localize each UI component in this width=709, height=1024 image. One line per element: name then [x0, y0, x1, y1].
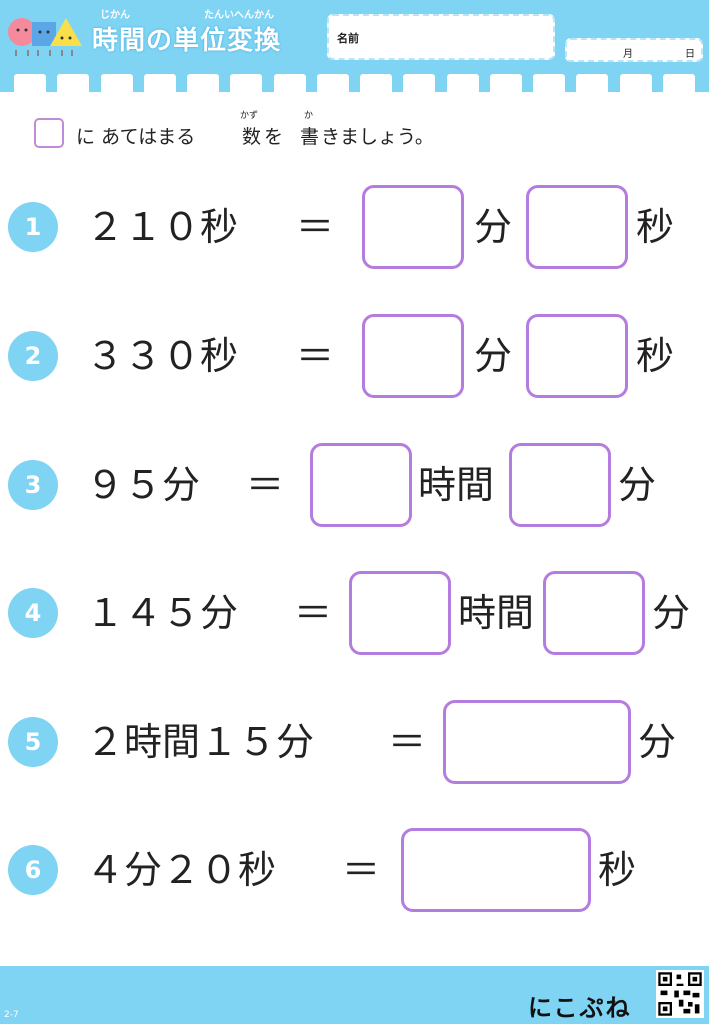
problem-row-6: 6 ４分２０秒 ＝ 秒 [0, 825, 709, 915]
unit-label: 分 [652, 591, 691, 635]
equals-sign: ＝ [246, 463, 285, 507]
unit-label: 時間 [458, 591, 535, 635]
unit-label: 時間 [418, 463, 495, 507]
problem-question: ４分２０秒 [86, 848, 277, 892]
unit-label: 分 [638, 720, 677, 764]
footer-banner: 2-7 にこぷね [0, 966, 709, 1024]
brand-logo: にこぷね [528, 994, 632, 1022]
answer-box-1[interactable] [349, 571, 451, 655]
day-label: 日 [685, 49, 695, 60]
instruction-part1: に あてはまる [76, 126, 196, 148]
unit-label: 秒 [636, 205, 675, 249]
answer-box-2[interactable] [526, 185, 628, 269]
equals-sign: ＝ [342, 848, 381, 892]
problem-number-badge: 2 [8, 331, 58, 381]
problem-number-badge: 6 [8, 845, 58, 895]
unit-label: 分 [474, 334, 513, 378]
answer-box-2[interactable] [509, 443, 611, 527]
header-scallop-edge [0, 74, 709, 94]
problem-row-5: 5 ２時間１５分 ＝ 分 [0, 697, 709, 787]
problem-row-1: 1 ２１０秒 ＝ 分 秒 [0, 182, 709, 272]
shapes-logo-icon [8, 18, 82, 56]
instruction-ruby-ka: か [304, 111, 314, 121]
answer-box-1[interactable] [310, 443, 412, 527]
page-title: 時間の単位変換 [92, 26, 282, 56]
answer-box-1[interactable] [362, 314, 464, 398]
answer-box-2[interactable] [526, 314, 628, 398]
unit-label: 秒 [636, 334, 675, 378]
equals-sign: ＝ [388, 720, 427, 764]
problem-question: ２時間１５分 [86, 720, 315, 764]
equals-sign: ＝ [296, 334, 335, 378]
unit-label: 秒 [598, 848, 637, 892]
equals-sign: ＝ [294, 591, 333, 635]
title-ruby-tanihenkan: たんいへんかん [204, 10, 274, 21]
problem-row-3: 3 ９５分 ＝ 時間 分 [0, 440, 709, 530]
problem-number-badge: 4 [8, 588, 58, 638]
date-field[interactable]: 月 日 [565, 38, 703, 62]
month-label: 月 [623, 49, 633, 60]
instruction-kanji-kazu: 数 [242, 126, 262, 148]
problem-row-2: 2 ３３０秒 ＝ 分 秒 [0, 311, 709, 401]
answer-box-1[interactable] [401, 828, 591, 912]
title-ruby-jikan: じかん [100, 10, 130, 21]
instruction-kanji-ka: 書 [300, 126, 320, 148]
header-banner: じかん たんいへんかん 時間の単位変換 名前 月 日 [0, 0, 709, 92]
problem-question: ９５分 [86, 463, 201, 507]
answer-box-1[interactable] [362, 185, 464, 269]
answer-box-2[interactable] [543, 571, 645, 655]
problem-question: ２１０秒 [86, 205, 239, 249]
problem-number-badge: 5 [8, 717, 58, 767]
problem-question: １４５分 [86, 591, 239, 635]
title-block: じかん たんいへんかん 時間の単位変換 [92, 6, 281, 57]
problem-number-badge: 1 [8, 202, 58, 252]
answer-box-1[interactable] [443, 700, 631, 784]
instruction-part2: を [264, 126, 284, 148]
name-label: 名前 [337, 32, 359, 45]
problem-question: ３３０秒 [86, 334, 239, 378]
unit-label: 分 [474, 205, 513, 249]
instruction-part3: きましょう。 [321, 126, 434, 148]
instruction-box-icon [34, 118, 64, 148]
equals-sign: ＝ [296, 205, 335, 249]
problem-number-badge: 3 [8, 460, 58, 510]
qr-code-icon[interactable] [656, 970, 704, 1018]
instruction-ruby-kazu: かず [240, 111, 259, 121]
unit-label: 分 [618, 463, 657, 507]
worksheet-code: 2-7 [4, 1010, 19, 1020]
name-field[interactable]: 名前 [327, 14, 555, 60]
problem-row-4: 4 １４５分 ＝ 時間 分 [0, 568, 709, 658]
